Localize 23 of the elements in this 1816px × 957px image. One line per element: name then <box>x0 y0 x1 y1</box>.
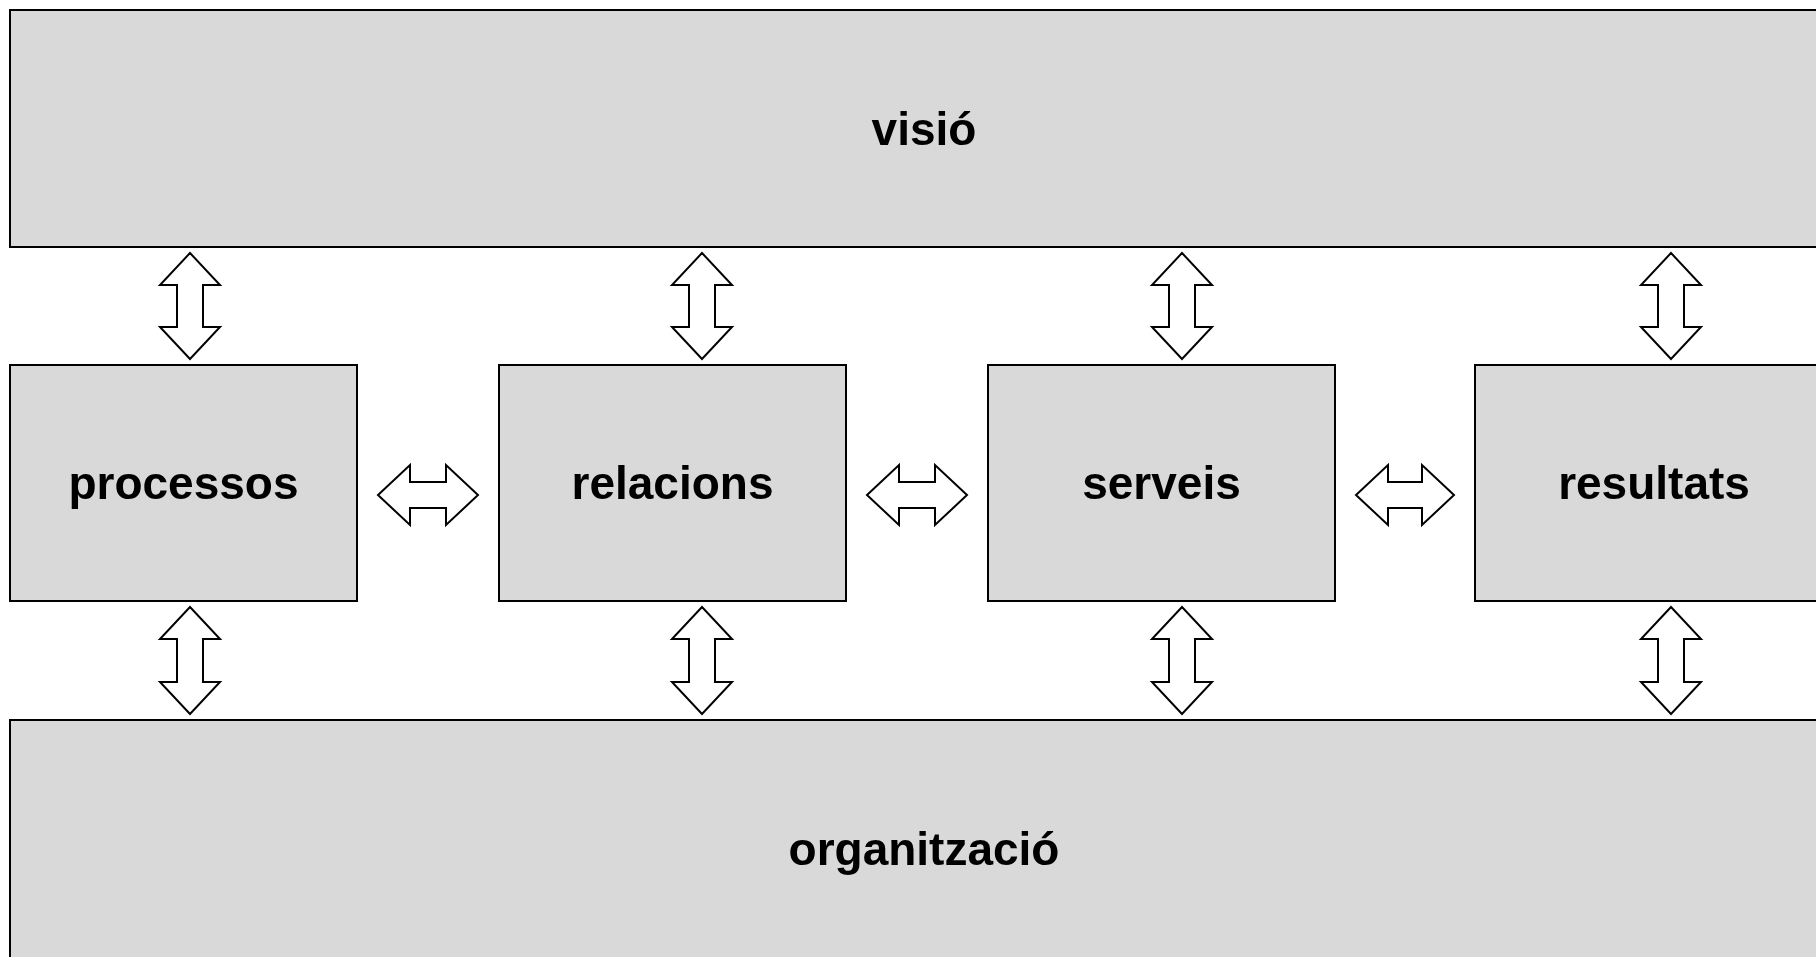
double-block-arrow <box>1638 605 1704 716</box>
double-block-arrow <box>1638 251 1704 361</box>
double-block-arrow <box>157 605 223 716</box>
double-block-arrow <box>157 251 223 361</box>
box-label: visió <box>871 101 977 156</box>
box-label: processos <box>68 456 299 510</box>
double-block-arrow <box>1354 462 1456 528</box>
double-block-arrow <box>1149 251 1215 361</box>
process-box <box>1474 364 1816 602</box>
box-label: organització <box>788 822 1060 876</box>
band-box <box>9 9 1816 248</box>
band-box <box>9 719 1816 957</box>
double-block-arrow <box>1149 605 1215 716</box>
process-box <box>987 364 1336 602</box>
box-label: relacions <box>571 456 774 510</box>
double-block-arrow <box>669 251 735 361</box>
box-label: serveis <box>1082 456 1241 510</box>
double-block-arrow <box>669 605 735 716</box>
double-block-arrow <box>376 462 480 528</box>
process-box <box>498 364 847 602</box>
double-block-arrow <box>865 462 969 528</box>
process-box <box>9 364 358 602</box>
box-label: resultats <box>1558 456 1750 510</box>
